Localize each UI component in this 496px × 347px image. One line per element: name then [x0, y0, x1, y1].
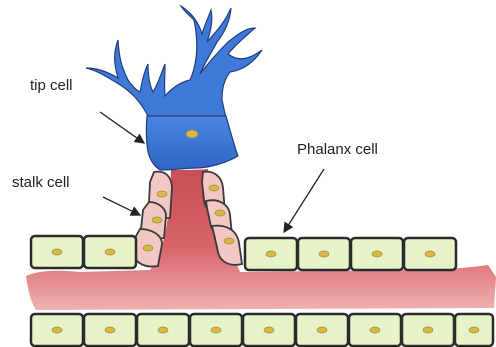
endothelial-cells-bottom: [31, 314, 493, 346]
nucleus: [186, 130, 198, 138]
nucleus: [215, 210, 225, 216]
nucleus: [317, 327, 327, 333]
tip-cell-arrow: [100, 112, 144, 143]
nucleus: [266, 251, 276, 257]
nucleus: [152, 217, 162, 223]
nucleus: [469, 327, 479, 333]
nucleus: [105, 327, 115, 333]
nucleus: [157, 191, 167, 197]
nucleus: [52, 249, 62, 255]
nucleus: [224, 238, 234, 244]
nucleus: [264, 327, 274, 333]
nucleus: [158, 327, 168, 333]
nucleus: [143, 245, 153, 251]
nucleus: [423, 327, 433, 333]
tip-cell-label: tip cell: [30, 77, 73, 95]
stalk-cell-label: stalk cell: [12, 174, 70, 192]
nucleus: [372, 251, 382, 257]
phalanx-cell-arrow: [284, 169, 324, 232]
nucleus: [105, 249, 115, 255]
phalanx-cells-upper-left: [31, 236, 136, 268]
phalanx-cell-label: Phalanx cell: [297, 141, 378, 159]
nucleus: [52, 327, 62, 333]
stalk-cell-arrow: [103, 197, 140, 215]
tip-cell-body: [146, 116, 238, 170]
tip-cell: [86, 6, 262, 170]
nucleus: [319, 251, 329, 257]
phalanx-cells-upper-right: [245, 238, 456, 270]
nucleus: [211, 327, 221, 333]
tip-cell-filopodia: [86, 6, 262, 118]
nucleus: [209, 185, 219, 191]
nucleus: [425, 251, 435, 257]
nucleus: [370, 327, 380, 333]
